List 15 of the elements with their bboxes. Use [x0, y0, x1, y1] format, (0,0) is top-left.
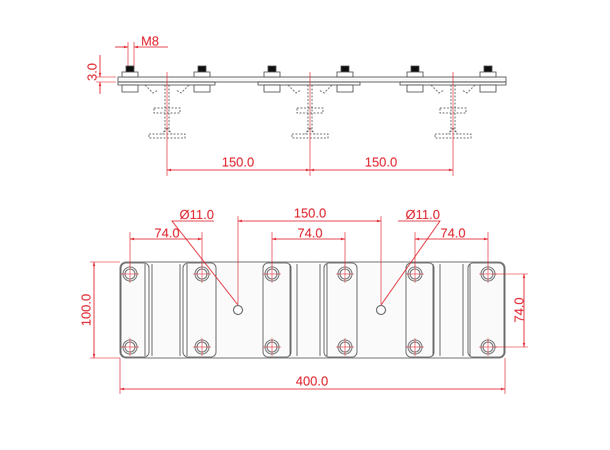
dimension-label: M8 — [140, 34, 160, 48]
dimension-label: 400.0 — [296, 374, 328, 388]
dimension-label: 74.0 — [154, 226, 180, 240]
dimension-label: 150.0 — [222, 156, 254, 168]
dimension-label: 74.0 — [297, 226, 323, 240]
dimension-label: 3.0 — [86, 62, 98, 82]
leader-line — [171, 220, 238, 306]
dimension-label: 74.0 — [440, 226, 466, 240]
diameter-label: Ø11.0 — [398, 205, 440, 221]
dimension-label: 150.0 — [294, 206, 326, 220]
dimension-label: 100.0 — [80, 294, 92, 326]
dimension-label: 150.0 — [364, 156, 398, 168]
dimension-label: 74.0 — [512, 297, 526, 323]
diameter-label: Ø11.0 — [172, 205, 214, 221]
leader-line — [380, 220, 441, 306]
